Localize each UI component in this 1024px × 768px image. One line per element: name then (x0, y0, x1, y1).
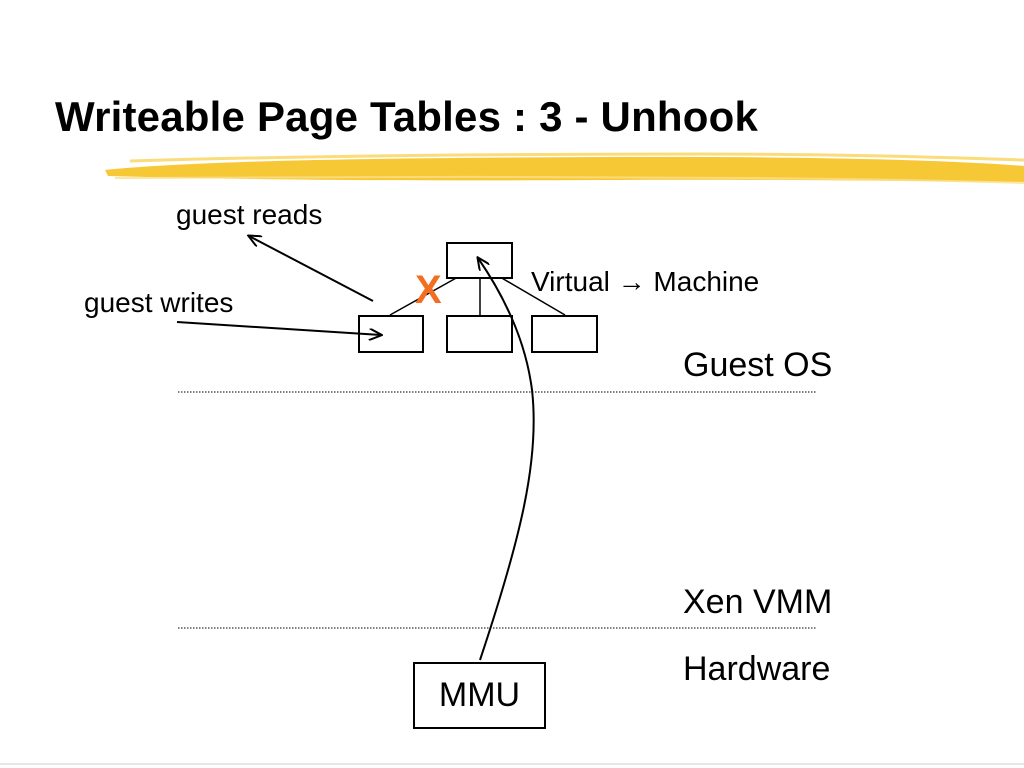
guest-reads-arrow (249, 236, 374, 302)
guest-os-label: Guest OS (683, 346, 833, 384)
footer-rule (0, 763, 1024, 765)
mmu-walk-arrow (478, 258, 535, 661)
mmu-box: MMU (413, 662, 546, 729)
xen-vmm-label: Xen VMM (683, 583, 833, 621)
mmu-label: MMU (438, 676, 521, 714)
guest-writes-label: guest writes (84, 287, 234, 318)
slide-title: Writeable Page Tables : 3 - Unhook (55, 93, 759, 140)
page-table-box-2 (446, 315, 513, 353)
hardware-label: Hardware (683, 650, 831, 688)
tree-connectors (389, 276, 566, 316)
guest-writes-arrow (176, 321, 381, 335)
unhook-x-mark: X (415, 268, 442, 312)
page-table-box-3 (531, 315, 598, 353)
guest-reads-label: guest reads (176, 199, 323, 230)
translation-label: Virtual → Machine (531, 266, 760, 297)
